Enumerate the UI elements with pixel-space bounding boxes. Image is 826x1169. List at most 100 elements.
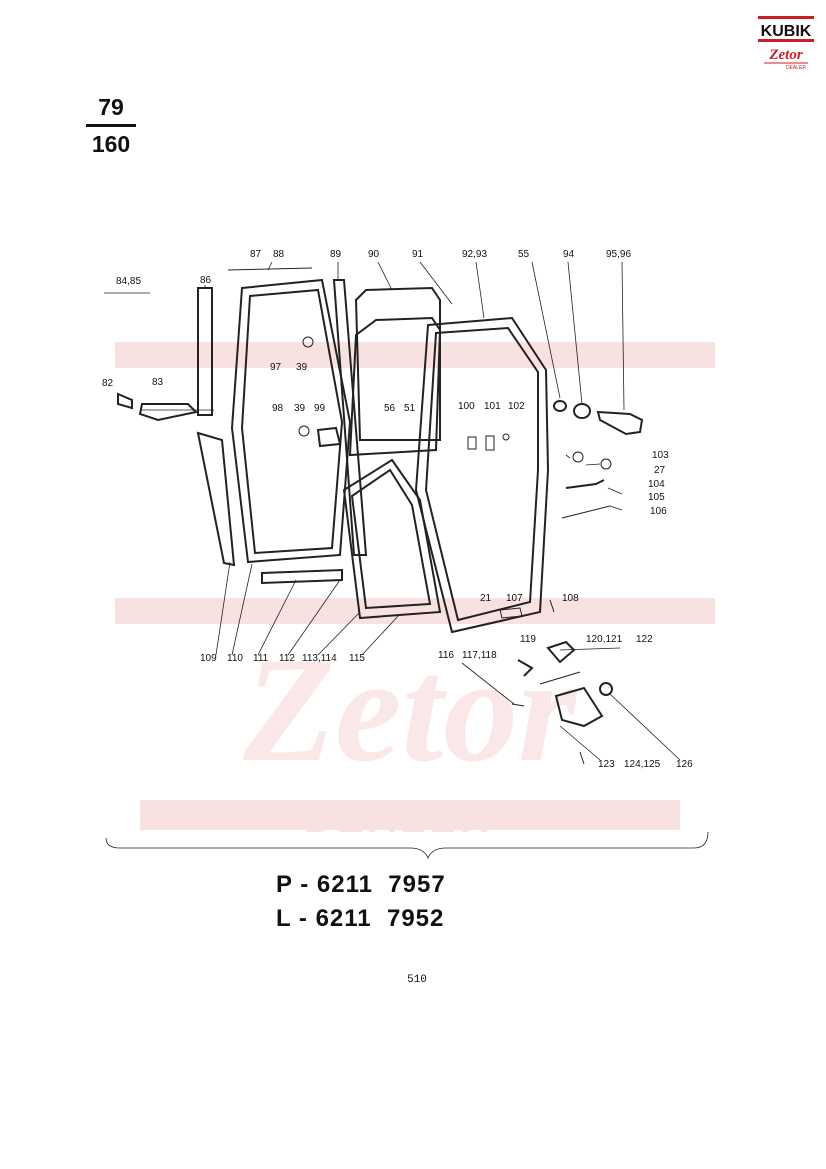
part-codes: P - 6211 7957 L - 6211 7952 bbox=[276, 868, 446, 936]
callout-label: 113,114 bbox=[302, 653, 337, 664]
callout-label: 100 bbox=[458, 401, 475, 412]
ring-27 bbox=[600, 458, 612, 470]
callout-label: 82 bbox=[102, 378, 114, 389]
bolt-108 bbox=[549, 599, 555, 613]
hinge-pin-82 bbox=[117, 392, 133, 410]
cap-103 bbox=[572, 451, 584, 463]
callout-label: 106 bbox=[650, 506, 667, 517]
callout-label: 98 bbox=[272, 403, 284, 414]
callout-label: 84,85 bbox=[116, 276, 141, 287]
svg-text:Zetor: Zetor bbox=[768, 47, 802, 63]
fraction-bar bbox=[86, 124, 136, 127]
handle-boss bbox=[573, 403, 591, 419]
callout-label: 39 bbox=[294, 403, 306, 414]
callout-label: 95,96 bbox=[606, 249, 631, 260]
callout-label: 126 bbox=[676, 759, 693, 770]
callout-label: 117,118 bbox=[462, 650, 497, 661]
callout-label: 56 bbox=[384, 403, 396, 414]
door-glass bbox=[348, 316, 442, 457]
page-reference: 79 160 bbox=[86, 96, 136, 156]
callout-label: 122 bbox=[636, 634, 653, 645]
callout-label: 87 bbox=[250, 249, 262, 260]
callout-label: 83 bbox=[152, 377, 164, 388]
callout-label: 103 bbox=[652, 450, 669, 461]
spring-117 bbox=[517, 659, 534, 677]
callout-label: 119 bbox=[520, 634, 536, 645]
page-reference-denominator: 160 bbox=[91, 131, 131, 157]
rod-122 bbox=[539, 671, 581, 685]
lever-119 bbox=[546, 640, 576, 664]
door-seal bbox=[230, 278, 352, 564]
part-code-side: L bbox=[276, 905, 292, 932]
latch-107 bbox=[499, 607, 523, 619]
callout-label: 104 bbox=[648, 479, 665, 490]
callout-label: 94 bbox=[563, 249, 575, 260]
rod-106 bbox=[561, 505, 611, 519]
callout-label: 110 bbox=[227, 653, 243, 664]
callout-label: 51 bbox=[404, 403, 416, 414]
callout-label: 27 bbox=[654, 465, 666, 476]
callout-label: 88 bbox=[273, 249, 285, 260]
callout-label: 124,125 bbox=[624, 759, 661, 770]
page-reference-numerator: 79 bbox=[98, 94, 124, 120]
callout-label: 111 bbox=[253, 653, 269, 664]
callout-label: 109 bbox=[200, 653, 217, 664]
hinge-83 bbox=[138, 403, 199, 422]
side-strip bbox=[332, 279, 368, 556]
callout-label: 108 bbox=[562, 593, 579, 604]
cap-126 bbox=[599, 682, 613, 696]
plate-124 bbox=[554, 686, 604, 728]
callout-label: 123 bbox=[598, 759, 615, 770]
screw-116 bbox=[511, 703, 525, 707]
part-code-number: 6211 7957 bbox=[316, 871, 446, 898]
svg-text:KUBIK: KUBIK bbox=[761, 23, 812, 40]
callout-label: 105 bbox=[648, 492, 665, 503]
top-strip bbox=[227, 267, 313, 271]
svg-text:Zetor: Zetor bbox=[242, 627, 578, 793]
part-code-right: P - 6211 7957 bbox=[276, 871, 446, 898]
callout-label: 21 bbox=[480, 593, 492, 604]
callout-label: 102 bbox=[508, 401, 525, 412]
assembly-brace bbox=[105, 831, 709, 860]
bottom-strip bbox=[261, 568, 343, 585]
callout-label: 115 bbox=[349, 653, 365, 664]
watermark: Zetor DEALER bbox=[115, 342, 715, 841]
svg-text:DEALER: DEALER bbox=[306, 797, 494, 841]
kubik-zetor-logo: KUBIK Zetor DEALER bbox=[758, 16, 814, 70]
page-number: 510 bbox=[407, 974, 427, 986]
callout-label: 97 bbox=[270, 362, 282, 373]
lower-panel bbox=[342, 458, 442, 620]
callout-label: 99 bbox=[314, 403, 326, 414]
callout-labels: 84,85 86 87 88 89 90 91 92,93 55 94 95,96 82 83 97 39 9… bbox=[102, 249, 693, 770]
callout-label: 90 bbox=[368, 249, 380, 260]
callout-label: 120,121 bbox=[586, 634, 623, 645]
callout-label: 91 bbox=[412, 249, 424, 260]
nut-102 bbox=[502, 433, 510, 441]
callout-label: 107 bbox=[506, 593, 523, 604]
callout-label: 39 bbox=[296, 362, 308, 373]
bushing-99 bbox=[316, 426, 342, 448]
hinge-strip bbox=[196, 287, 236, 567]
svg-text:DEALER: DEALER bbox=[786, 65, 806, 70]
callout-label: 89 bbox=[330, 249, 342, 260]
callout-label: 92,93 bbox=[462, 249, 487, 260]
callout-label: 86 bbox=[200, 275, 212, 286]
part-code-left: L - 6211 7952 bbox=[276, 905, 445, 932]
washer-55 bbox=[553, 400, 567, 412]
part-code-side: P bbox=[276, 871, 293, 898]
bracket-101 bbox=[485, 435, 495, 451]
screw-123 bbox=[579, 751, 585, 765]
bracket-100 bbox=[467, 436, 477, 450]
callout-label: 116 bbox=[438, 650, 454, 661]
part-code-number: 6211 7952 bbox=[315, 905, 445, 932]
leader-lines bbox=[104, 261, 681, 761]
callout-label: 112 bbox=[279, 653, 295, 664]
washer-39 bbox=[302, 336, 314, 348]
callout-label: 55 bbox=[518, 249, 530, 260]
window-seal bbox=[354, 286, 441, 441]
rod-105 bbox=[565, 479, 605, 489]
door-handle bbox=[596, 410, 644, 436]
callout-label: 101 bbox=[484, 401, 501, 412]
washer-39b bbox=[298, 425, 310, 437]
